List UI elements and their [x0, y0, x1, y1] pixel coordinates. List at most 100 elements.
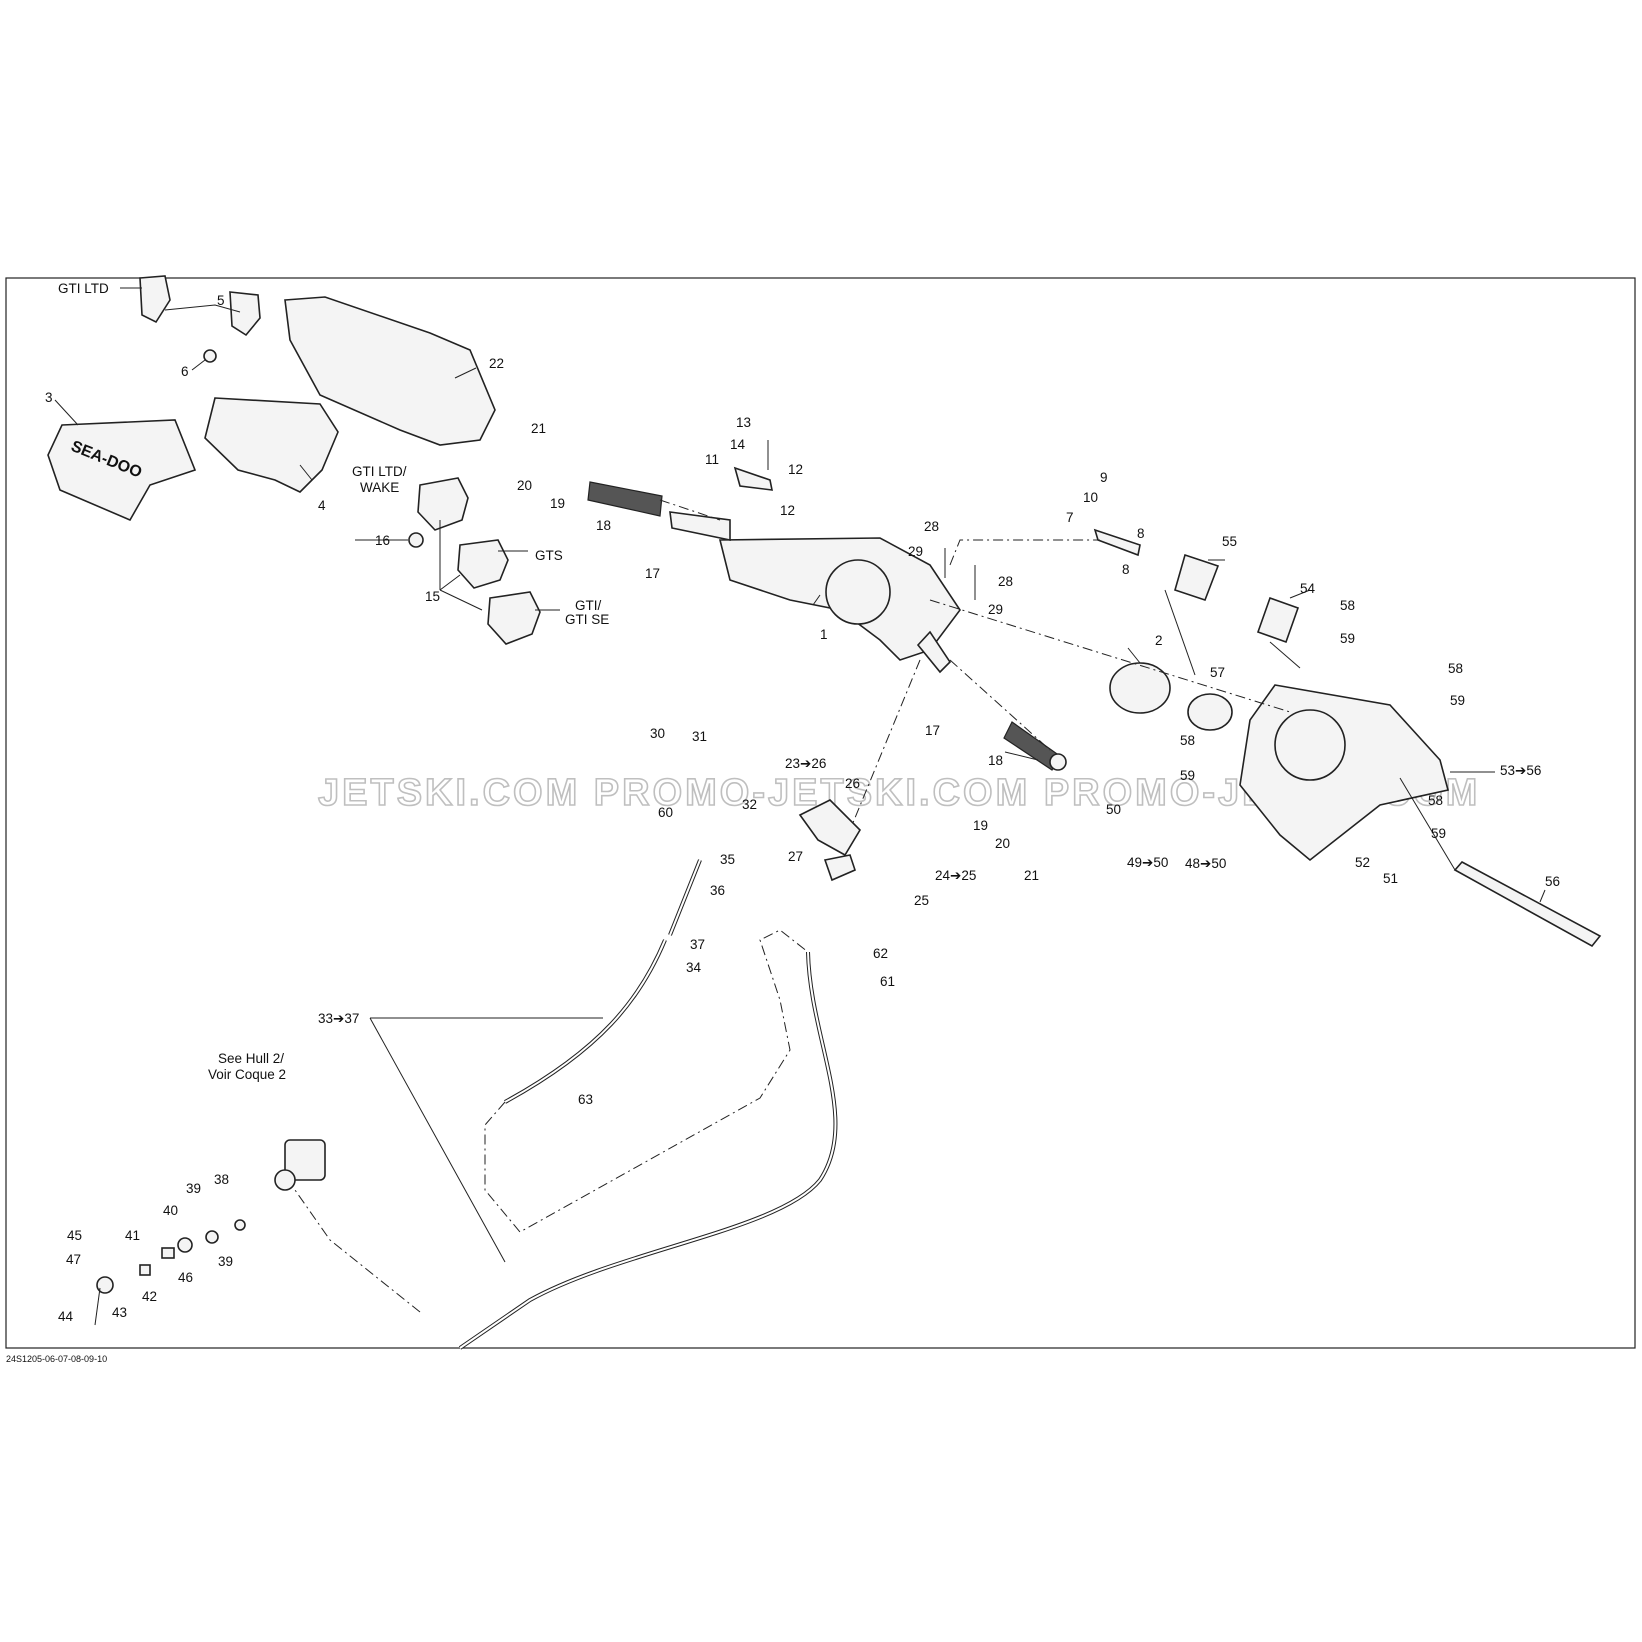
- label-gti-ltd-wake-2: WAKE: [360, 480, 399, 495]
- callout: 36: [710, 883, 725, 898]
- callout: 62: [873, 946, 888, 961]
- cover-3: SEA-DOO: [47, 419, 197, 522]
- callout: 41: [125, 1228, 140, 1243]
- callout: 59: [1431, 826, 1446, 841]
- clamp-11: [733, 466, 774, 491]
- cap-5-right: [229, 291, 261, 337]
- callout: 40: [163, 1203, 178, 1218]
- callout: 23➔26: [785, 756, 826, 771]
- callout: 58: [1340, 598, 1355, 613]
- callout: 8: [1122, 562, 1130, 577]
- callout: 19: [550, 496, 565, 511]
- grip-18-right: [1003, 721, 1067, 771]
- callout: 39: [218, 1254, 233, 1269]
- ring-16: [408, 532, 424, 548]
- switch-housing-gti: [487, 591, 541, 645]
- handlebar-1: [669, 511, 961, 674]
- dash-cable-lower: [294, 1189, 421, 1313]
- dash-cable-loop: [484, 929, 809, 1233]
- callout: 52: [1355, 855, 1370, 870]
- callout: 8: [1137, 526, 1145, 541]
- callout: 57: [1210, 665, 1225, 680]
- callout: 7: [1066, 510, 1074, 525]
- callout: 22: [489, 356, 504, 371]
- callout: 59: [1340, 631, 1355, 646]
- callout: 58: [1428, 793, 1443, 808]
- callout: 58: [1448, 661, 1463, 676]
- cable-33: [458, 939, 838, 1350]
- callout-numbers: 5 6 3 22 4 21 20 19 18 16 15 17 13 14 11…: [45, 293, 1560, 1324]
- callout: 32: [742, 797, 757, 812]
- label-gti-ltd: GTI LTD: [58, 281, 109, 296]
- callout: 33➔37: [318, 1011, 359, 1026]
- lead-33: [369, 1017, 603, 1263]
- footer-code: 24S1205-06-07-08-09-10: [6, 1354, 107, 1364]
- callout: 46: [178, 1270, 193, 1285]
- callout: 35: [720, 852, 735, 867]
- callout: 12: [780, 503, 795, 518]
- callout: 29: [988, 602, 1003, 617]
- callout: 13: [736, 415, 751, 430]
- cable-36: [668, 859, 702, 936]
- ball-joint-parts: [94, 1219, 246, 1326]
- callout: 42: [142, 1289, 157, 1304]
- callout: 18: [596, 518, 611, 533]
- callout: 16: [375, 533, 390, 548]
- callout: 59: [1180, 768, 1195, 783]
- callout: 20: [517, 478, 532, 493]
- callout: 49➔50: [1127, 855, 1168, 870]
- grip-18-left: [587, 481, 663, 517]
- callout: 26: [845, 776, 860, 791]
- callout: 28: [924, 519, 939, 534]
- callout: 5: [217, 293, 225, 308]
- callout: 27: [788, 849, 803, 864]
- label-gti-2: GTI SE: [565, 612, 609, 627]
- label-see-hull-1: See Hull 2/: [218, 1051, 284, 1066]
- callout: 31: [692, 729, 707, 744]
- callout: 54: [1300, 581, 1316, 596]
- callout: 39: [186, 1181, 201, 1196]
- bracket-54: [1256, 596, 1300, 644]
- callout: 29: [908, 544, 923, 559]
- callout: 24➔25: [935, 868, 976, 883]
- callout: 55: [1222, 534, 1237, 549]
- callout: 47: [66, 1252, 81, 1267]
- callout: 17: [645, 566, 660, 581]
- label-gti-1: GTI/: [575, 598, 601, 613]
- label-gti-ltd-wake-1: GTI LTD/: [352, 464, 407, 479]
- nozzle-attachment: [274, 1139, 326, 1191]
- callout: 50: [1106, 802, 1121, 817]
- callout: 17: [925, 723, 940, 738]
- callout: 6: [181, 364, 189, 379]
- ring-6: [203, 349, 217, 363]
- switch-housing-gti-ltd-wake: [417, 477, 469, 531]
- callout: 4: [318, 498, 326, 513]
- callout: 63: [578, 1092, 593, 1107]
- bracket-27: [823, 854, 856, 882]
- callout: 61: [880, 974, 895, 989]
- callout: 2: [1155, 633, 1163, 648]
- callout: 45: [67, 1228, 82, 1243]
- callout: 38: [214, 1172, 229, 1187]
- callout: 43: [112, 1305, 127, 1320]
- callout: 25: [914, 893, 929, 908]
- callout: 28: [998, 574, 1013, 589]
- dash-handlebar-top: [949, 539, 1100, 566]
- cover-22: [284, 296, 496, 446]
- callout: 9: [1100, 470, 1108, 485]
- callout: 18: [988, 753, 1003, 768]
- steering-support-53: [1239, 684, 1449, 862]
- bracket-55: [1174, 553, 1220, 602]
- bushing-57: [1187, 693, 1233, 731]
- label-see-hull-2: Voir Coque 2: [208, 1067, 286, 1082]
- callout: 14: [730, 437, 746, 452]
- leader-lines: [54, 287, 1546, 903]
- dash-handlebar-to-support: [929, 599, 1291, 713]
- callout: 30: [650, 726, 665, 741]
- cap-5-left: [139, 275, 171, 324]
- callout: 15: [425, 589, 440, 604]
- callout: 1: [820, 627, 828, 642]
- callout: 56: [1545, 874, 1560, 889]
- callout: 19: [973, 818, 988, 833]
